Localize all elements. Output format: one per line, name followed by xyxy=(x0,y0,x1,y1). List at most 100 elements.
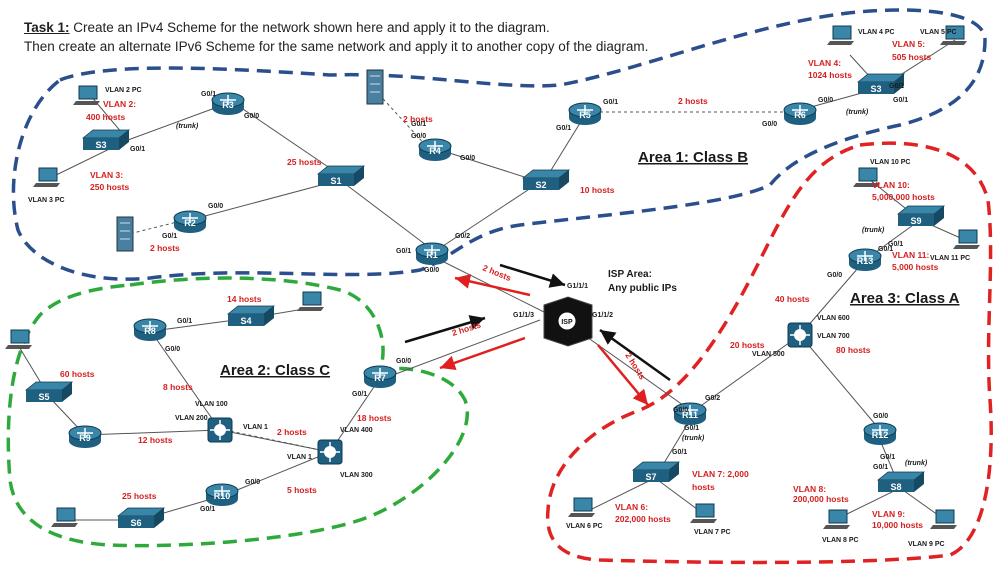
router-r7[interactable]: R7 xyxy=(363,365,397,388)
port-label: G0/1 xyxy=(411,121,426,128)
area2-label: Area 2: Class C xyxy=(220,362,330,379)
switch-label: S7 xyxy=(645,472,656,482)
area3-label: Area 3: Class A xyxy=(850,290,960,307)
router-r13[interactable]: R13 xyxy=(848,248,882,271)
task-line-1: Task 1: Create an IPv4 Scheme for the ne… xyxy=(24,20,550,35)
port-label: VLAN 300 xyxy=(340,472,373,479)
switch-label: S3 xyxy=(95,140,106,150)
port-label: G0/1 xyxy=(888,241,903,248)
multilayer-switch-2[interactable] xyxy=(317,439,343,465)
port-label: VLAN 1 xyxy=(287,454,312,461)
pc-icon xyxy=(953,229,980,249)
host-requirement-label: 2 hosts xyxy=(678,96,708,106)
port-label: (trunk) xyxy=(846,109,869,116)
switch-s8[interactable]: S8 xyxy=(876,471,926,492)
port-label: G1/1/1 xyxy=(567,283,588,290)
router-r6[interactable]: R6 xyxy=(783,102,817,125)
port-label: G0/1 xyxy=(200,506,215,513)
pc-label: VLAN 10 PC xyxy=(870,159,910,166)
port-label: G0/0 xyxy=(245,479,260,486)
port-label: G0/1 xyxy=(873,464,888,471)
host-requirement-label: 20 hosts xyxy=(730,340,765,350)
port-label: VLAN 100 xyxy=(195,401,228,408)
port-label: G0/0 xyxy=(873,413,888,420)
port-label: G0/0 xyxy=(818,97,833,104)
switch-s3[interactable]: S3 xyxy=(81,129,131,150)
pc-icon xyxy=(568,497,595,517)
pc-icon xyxy=(51,507,78,527)
host-requirement-label: 2 hosts xyxy=(150,243,180,253)
router-label: R11 xyxy=(682,410,698,420)
port-label: G0/2 xyxy=(705,395,720,402)
port-label: G0/1 xyxy=(162,233,177,240)
host-requirement-label: VLAN 5: xyxy=(892,39,925,49)
pc-icon xyxy=(853,167,880,187)
switch-label: S2 xyxy=(535,180,546,190)
router-label: R6 xyxy=(794,110,806,120)
switch-label: S6 xyxy=(130,518,141,528)
host-requirement-label: 14 hosts xyxy=(227,294,262,304)
router-r10[interactable]: R10 xyxy=(205,483,239,506)
router-r11[interactable]: R11 xyxy=(673,402,707,425)
host-requirement-label: 12 hosts xyxy=(138,435,173,445)
host-requirement-label: 2 hosts xyxy=(481,263,513,284)
router-r12[interactable]: R12 xyxy=(863,422,897,445)
port-label: VLAN 400 xyxy=(340,427,373,434)
host-requirement-label: 5,000 hosts xyxy=(892,262,939,272)
switch-s6[interactable]: S6 xyxy=(116,507,166,528)
switch-s3[interactable]: S3 xyxy=(856,73,906,94)
router-label: R4 xyxy=(429,146,441,156)
switch-s5[interactable]: S5 xyxy=(24,381,74,402)
pc-label: VLAN 8 PC xyxy=(822,537,859,544)
host-requirement-label: 2 hosts xyxy=(277,427,307,437)
switch-label: S1 xyxy=(330,176,341,186)
task-heading: Task 1: xyxy=(24,20,70,35)
router-r9[interactable]: R9 xyxy=(68,425,102,448)
router-r3[interactable]: R3 xyxy=(211,92,245,115)
router-label: R9 xyxy=(79,433,91,443)
port-label: VLAN 500 xyxy=(752,351,785,358)
switch-label: S5 xyxy=(38,392,49,402)
host-requirement-label: VLAN 6: xyxy=(615,502,648,512)
port-label: G0/1 xyxy=(672,449,687,456)
host-requirement-label: 60 hosts xyxy=(60,369,95,379)
router-r5[interactable]: R5 xyxy=(568,102,602,125)
router-label: R3 xyxy=(222,100,234,110)
port-label: G0/0 xyxy=(165,346,180,353)
port-label: VLAN 700 xyxy=(817,333,850,340)
host-requirement-label: 202,000 hosts xyxy=(615,514,671,524)
host-requirement-label: VLAN 4: xyxy=(808,58,841,68)
multilayer-switch-3[interactable] xyxy=(787,322,813,348)
switch-s9[interactable]: S9 xyxy=(896,205,946,226)
router-r8[interactable]: R8 xyxy=(133,318,167,341)
router-label: R1 xyxy=(426,250,438,260)
isp-core-switch[interactable]: ISP xyxy=(543,296,593,347)
isp-subtitle: Any public IPs xyxy=(608,283,677,294)
port-label: G1/1/2 xyxy=(592,312,613,319)
router-r2[interactable]: R2 xyxy=(173,210,207,233)
port-label: G0/1 xyxy=(893,97,908,104)
switch-s4[interactable]: S4 xyxy=(226,305,276,326)
host-requirement-label: VLAN 9: xyxy=(872,509,905,519)
host-requirement-label: 5,000,000 hosts xyxy=(872,192,935,202)
pc-label: VLAN 2 PC xyxy=(105,87,142,94)
switch-s1[interactable]: S1 xyxy=(316,165,366,186)
port-label: G0/0 xyxy=(396,358,411,365)
router-r4[interactable]: R4 xyxy=(418,138,452,161)
switch-s7[interactable]: S7 xyxy=(631,461,681,482)
host-requirement-label: 80 hosts xyxy=(836,345,871,355)
router-label: R8 xyxy=(144,326,156,336)
router-label: R2 xyxy=(184,218,196,228)
pc-icon xyxy=(823,509,850,529)
port-label: G0/1 xyxy=(396,248,411,255)
router-r1[interactable]: R1 xyxy=(415,242,449,265)
task-line-2: Then create an alternate IPv6 Scheme for… xyxy=(24,39,649,54)
host-requirement-label: 18 hosts xyxy=(357,413,392,423)
port-label: G0/1 xyxy=(880,454,895,461)
isp-core-label: ISP xyxy=(561,319,573,326)
switch-s2[interactable]: S2 xyxy=(521,169,571,190)
port-label: G0/2 xyxy=(455,233,470,240)
multilayer-switch-1[interactable] xyxy=(207,417,233,443)
port-label: G0/0 xyxy=(762,121,777,128)
switch-label: S4 xyxy=(240,316,251,326)
